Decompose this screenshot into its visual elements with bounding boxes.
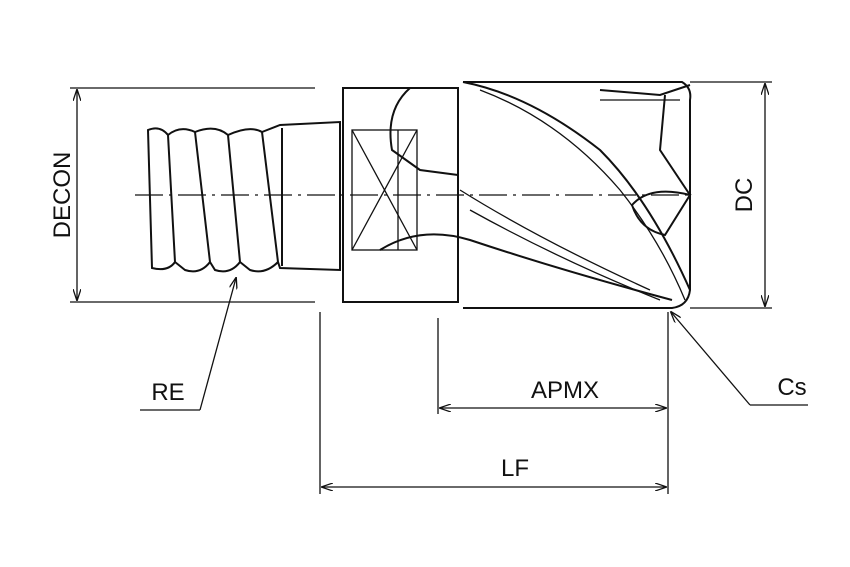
cutting-head — [379, 81, 692, 309]
lf-dimension: LF — [319, 312, 666, 494]
decon-label: DECON — [49, 152, 76, 239]
apmx-label: APMX — [531, 377, 599, 404]
tool-body — [342, 87, 459, 303]
re-label: RE — [151, 379, 184, 406]
cs-leader: Cs — [671, 312, 808, 406]
dc-dimension: DC — [690, 81, 772, 309]
lf-label: LF — [501, 455, 529, 482]
decon-dimension: DECON — [49, 87, 315, 303]
cs-label: Cs — [777, 374, 806, 401]
threaded-shank — [146, 120, 341, 273]
re-leader: RE — [140, 278, 236, 411]
dc-label: DC — [731, 178, 758, 213]
apmx-dimension: APMX — [437, 312, 669, 494]
